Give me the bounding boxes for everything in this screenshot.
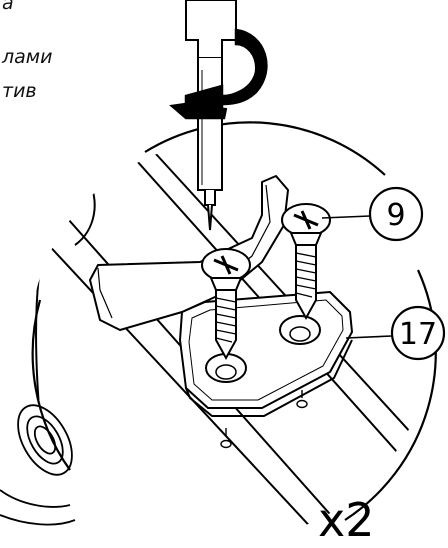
screw-right-icon: [281, 203, 331, 321]
callout-screw: 9: [321, 186, 424, 242]
callout-bracket: 17: [345, 305, 446, 361]
threaded-hole-icon: [0, 404, 76, 526]
quantity-label: x2: [318, 493, 375, 547]
instruction-text-line-1: а: [2, 0, 14, 14]
instruction-text-line-3: тив: [2, 80, 37, 102]
rotate-clockwise-icon: [169, 28, 268, 120]
screw-left-icon: [201, 248, 251, 361]
callout-screw-label: 9: [386, 198, 405, 233]
instruction-text-line-2: лами: [2, 46, 53, 68]
callout-bracket-label: 17: [399, 317, 437, 352]
